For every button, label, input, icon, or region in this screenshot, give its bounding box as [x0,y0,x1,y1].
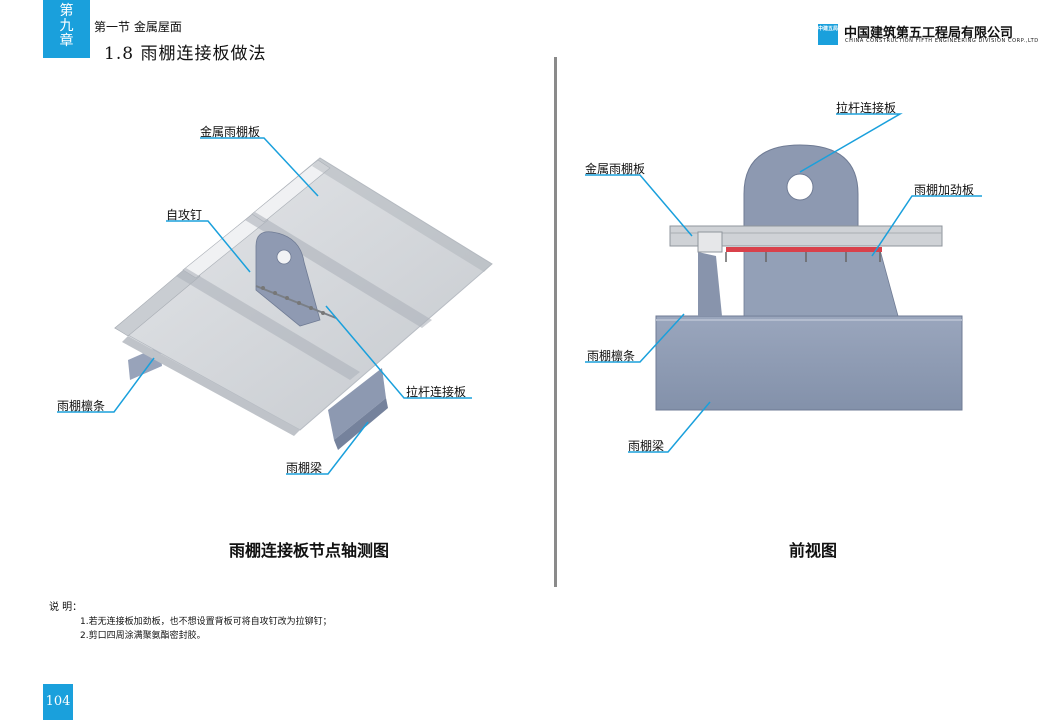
isometric-drawing [57,137,493,475]
label-tie-plate: 拉杆连接板 [406,385,467,399]
label-beam: 雨棚梁 [628,439,665,453]
label-stiffener: 雨棚加劲板 [914,183,975,197]
label-purlin: 雨棚檩条 [57,399,106,413]
label-purlin: 雨棚檩条 [587,349,636,363]
label-beam: 雨棚梁 [286,461,323,475]
right-figure-caption: 前视图 [789,541,838,560]
section-heading: 第一节 金属屋面 [94,20,182,34]
label-tie-plate: 拉杆连接板 [836,101,897,115]
page-number: 104 [43,684,73,720]
company-name-en: CHINA CONSTRUCTION FIFTH ENGINEERING DIV… [845,38,1039,44]
notes-title: 说 明： [49,602,83,613]
note-item: 1.若无连接板加劲板，也不想设置背板可将自攻钉改为拉铆钉； [80,617,332,627]
logo-mark: 中建五局 [818,24,838,45]
company-name-cn: 中国建筑第五工程局有限公司 [844,26,1014,41]
column-divider [554,57,557,587]
chapter-char: 九 [59,18,74,34]
front-view-drawing [585,113,982,453]
left-figure-caption: 雨棚连接板节点轴测图 [229,541,390,560]
chapter-tab: 第 九 章 [43,0,90,58]
chapter-char: 章 [59,33,74,49]
label-metal-panel: 金属雨棚板 [200,125,261,139]
page-title: 1.8 雨棚连接板做法 [104,44,267,64]
chapter-char: 第 [59,3,74,19]
label-metal-panel: 金属雨棚板 [585,162,646,176]
label-screw: 自攻钉 [166,208,203,222]
note-item: 2.剪口四周涂满聚氨酯密封胶。 [80,631,206,641]
